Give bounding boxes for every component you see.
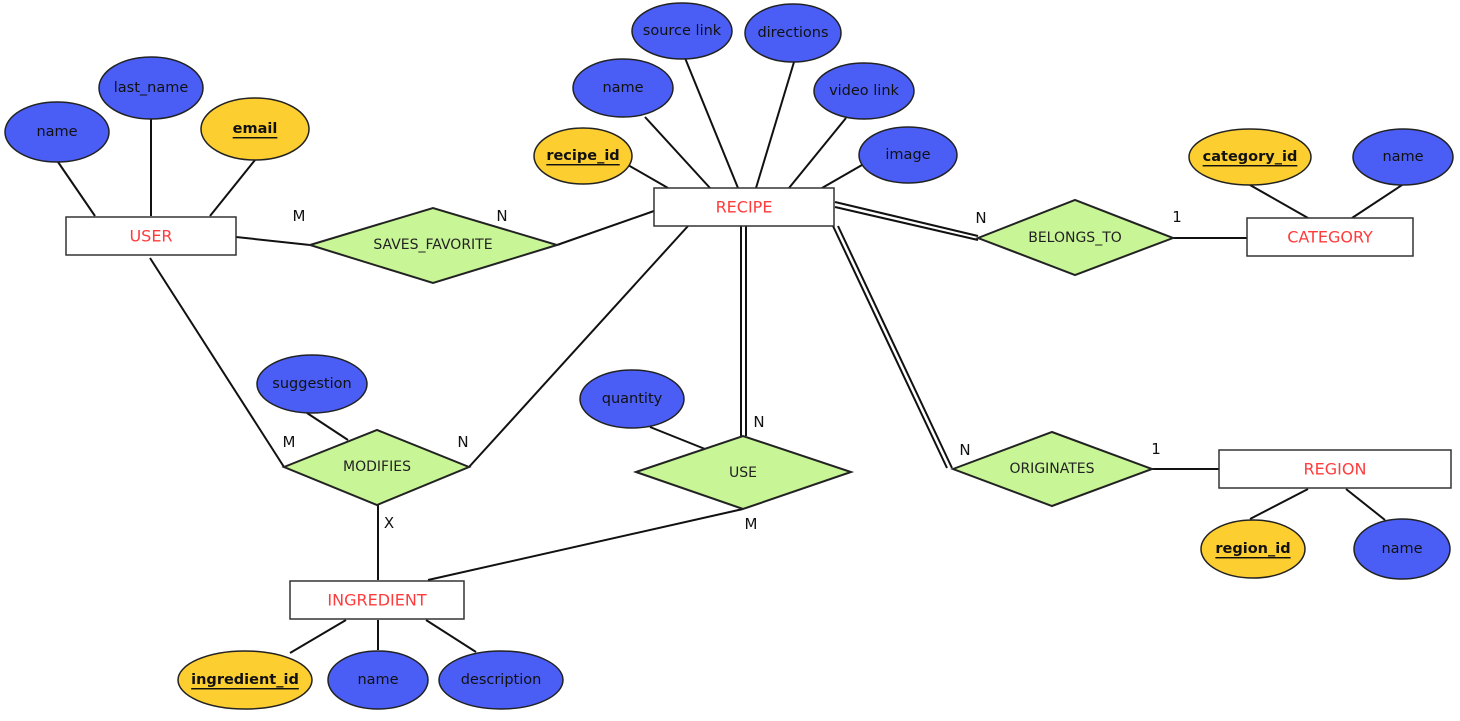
connector-saves-recipe bbox=[556, 210, 655, 246]
attribute-modifies-suggestion-label: suggestion bbox=[272, 376, 351, 392]
attribute-region-id-label: region_id bbox=[1215, 541, 1290, 557]
attribute-ingredient-description-label: description bbox=[461, 672, 542, 688]
attribute-category-id[interactable]: category_id bbox=[1188, 128, 1312, 186]
cardinality-originates-region: 1 bbox=[1151, 440, 1161, 458]
attribute-category-id-label: category_id bbox=[1203, 149, 1298, 165]
entity-ingredient-label: INGREDIENT bbox=[327, 591, 426, 610]
connector-use-ingredient bbox=[427, 508, 744, 581]
connector-recipe-belongs-b bbox=[834, 206, 979, 241]
attribute-modifies-suggestion[interactable]: suggestion bbox=[256, 354, 368, 414]
attribute-region-id[interactable]: region_id bbox=[1200, 519, 1306, 579]
connectors bbox=[57, 57, 1403, 654]
attribute-use-quantity[interactable]: quantity bbox=[579, 369, 685, 429]
connector-recipe-directions bbox=[755, 61, 795, 189]
relationship-saves-favorite-label: SAVES_FAVORITE bbox=[373, 237, 492, 253]
entity-user-label: USER bbox=[129, 227, 172, 246]
cardinality-originates-recipe: N bbox=[959, 441, 970, 459]
cardinality-belongs-recipe: N bbox=[975, 209, 986, 227]
relationship-belongs-to[interactable]: BELONGS_TO bbox=[975, 198, 1176, 277]
connector-user-name bbox=[57, 161, 96, 217]
attribute-user-name[interactable]: name bbox=[4, 101, 110, 163]
relationship-originates-label: ORIGINATES bbox=[1009, 461, 1094, 477]
connector-user-email bbox=[209, 159, 256, 217]
attribute-ingredient-id-label: ingredient_id bbox=[191, 672, 299, 688]
connector-use-quantity bbox=[649, 426, 706, 450]
connector-user-modifies bbox=[149, 257, 285, 468]
cardinality-use-recipe: N bbox=[753, 413, 764, 431]
attribute-user-last-name-label: last_name bbox=[114, 80, 189, 96]
cardinality-saves-user: M bbox=[293, 207, 306, 225]
attribute-user-email-label: email bbox=[233, 121, 278, 137]
attribute-recipe-image[interactable]: image bbox=[858, 126, 958, 184]
relationship-use[interactable]: USE bbox=[632, 434, 855, 511]
relationship-modifies[interactable]: MODIFIES bbox=[281, 428, 472, 507]
cardinality-modifies-recipe: N bbox=[457, 433, 468, 451]
attribute-ingredient-description[interactable]: description bbox=[438, 650, 564, 710]
connector-modifies-suggestion bbox=[306, 412, 349, 441]
relationship-saves-favorite[interactable]: SAVES_FAVORITE bbox=[306, 206, 561, 285]
attribute-recipe-image-label: image bbox=[885, 147, 930, 163]
connector-user-saves bbox=[235, 236, 311, 246]
attribute-region-name-label: name bbox=[1381, 541, 1422, 557]
connector-recipe-image bbox=[821, 164, 863, 189]
attribute-recipe-video-link-label: video link bbox=[829, 83, 899, 99]
entity-recipe-label: RECIPE bbox=[716, 198, 773, 217]
cardinality-modifies-ingredient: X bbox=[384, 514, 394, 532]
attribute-ingredient-id[interactable]: ingredient_id bbox=[177, 650, 313, 710]
connector-ingredient-description bbox=[425, 619, 477, 653]
cardinality-modifies-user: M bbox=[283, 433, 296, 451]
attribute-recipe-id-label: recipe_id bbox=[546, 148, 619, 164]
connector-recipe-name bbox=[644, 116, 711, 189]
entity-category[interactable]: CATEGORY bbox=[1246, 217, 1414, 257]
entity-region-label: REGION bbox=[1304, 460, 1367, 479]
attribute-region-name[interactable]: name bbox=[1353, 518, 1451, 580]
relationship-use-label: USE bbox=[729, 465, 757, 481]
relationship-belongs-to-label: BELONGS_TO bbox=[1028, 230, 1122, 246]
attribute-user-email[interactable]: email bbox=[200, 97, 310, 161]
attribute-recipe-source-link-label: source link bbox=[643, 23, 722, 39]
attribute-recipe-name[interactable]: name bbox=[572, 58, 674, 118]
attribute-ingredient-name-label: name bbox=[357, 672, 398, 688]
connector-region-id bbox=[1249, 488, 1309, 520]
attribute-user-name-label: name bbox=[36, 124, 77, 140]
connector-recipe-source-link bbox=[684, 57, 739, 189]
connector-category-name bbox=[1351, 184, 1403, 219]
entity-region[interactable]: REGION bbox=[1218, 449, 1452, 489]
connector-recipe-originates-a bbox=[832, 225, 948, 469]
attribute-user-last-name[interactable]: last_name bbox=[98, 56, 204, 120]
attribute-recipe-video-link[interactable]: video link bbox=[813, 62, 915, 120]
cardinalities: M N N 1 M N X N M N 1 bbox=[283, 207, 1182, 533]
attribute-category-name-label: name bbox=[1382, 149, 1423, 165]
attribute-recipe-name-label: name bbox=[602, 80, 643, 96]
connector-recipe-originates-b bbox=[837, 225, 953, 469]
attribute-ingredient-name[interactable]: name bbox=[327, 650, 429, 710]
entity-recipe[interactable]: RECIPE bbox=[653, 187, 835, 227]
cardinality-belongs-category: 1 bbox=[1172, 208, 1182, 226]
attribute-recipe-source-link[interactable]: source link bbox=[631, 2, 733, 60]
entity-category-label: CATEGORY bbox=[1287, 228, 1373, 247]
entity-ingredient[interactable]: INGREDIENT bbox=[289, 580, 465, 620]
attribute-use-quantity-label: quantity bbox=[602, 391, 663, 407]
relationship-originates[interactable]: ORIGINATES bbox=[950, 430, 1155, 508]
connector-modifies-recipe bbox=[468, 225, 689, 468]
connector-recipe-belongs-a bbox=[834, 201, 979, 237]
attribute-recipe-id[interactable]: recipe_id bbox=[533, 127, 633, 185]
cardinality-use-ingredient: M bbox=[745, 515, 758, 533]
attribute-category-name[interactable]: name bbox=[1352, 128, 1454, 186]
relationship-modifies-label: MODIFIES bbox=[343, 459, 411, 475]
entity-user[interactable]: USER bbox=[65, 216, 237, 256]
connector-recipe-video-link bbox=[788, 117, 847, 189]
attribute-recipe-directions-label: directions bbox=[757, 25, 828, 41]
connector-ingredient-id bbox=[289, 619, 347, 654]
connector-category-id bbox=[1249, 184, 1309, 219]
connector-region-name bbox=[1345, 488, 1386, 521]
cardinality-saves-recipe: N bbox=[496, 207, 507, 225]
connector-recipe-id bbox=[627, 164, 669, 189]
attribute-recipe-directions[interactable]: directions bbox=[744, 3, 842, 63]
